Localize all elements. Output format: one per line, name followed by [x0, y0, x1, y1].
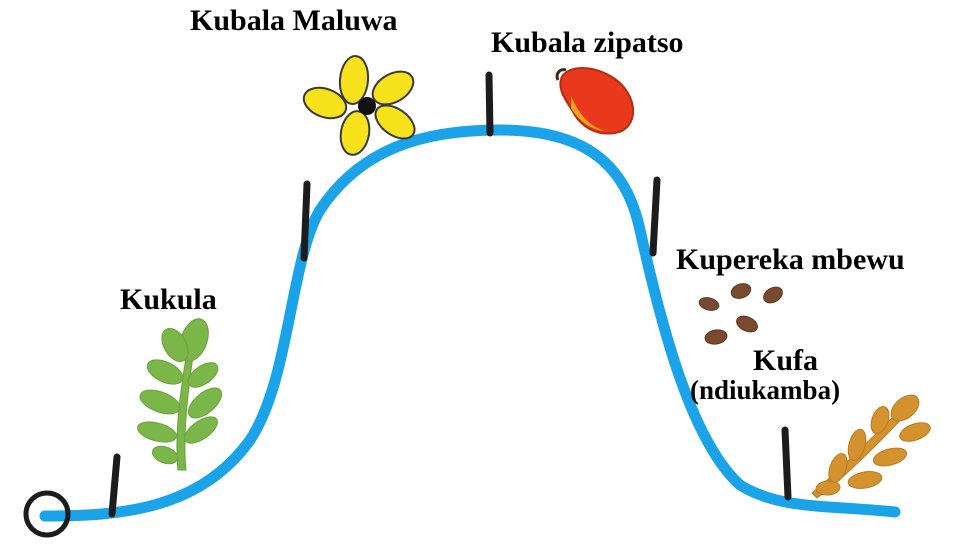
label-death-note: (ndiukamba): [690, 377, 840, 404]
withered-leaf-icon: [812, 390, 933, 498]
label-fruiting: Kubala zipatso: [491, 28, 684, 58]
seeds-icon: [698, 281, 785, 346]
label-seed-dispersal: Kupereka mbewu: [676, 245, 905, 275]
stage-marker-fruiting: [653, 180, 657, 253]
label-growth: Kukula: [120, 285, 217, 315]
stage-marker-flowering: [489, 75, 490, 133]
fruit-icon: [557, 68, 633, 134]
stage-marker-start: [112, 457, 117, 514]
label-death: Kufa: [753, 346, 818, 376]
label-flowering: Kubala Maluwa: [190, 6, 398, 36]
sprout-icon: [135, 315, 226, 470]
stage-marker-growth: [304, 184, 307, 258]
stage-marker-death: [785, 430, 788, 497]
